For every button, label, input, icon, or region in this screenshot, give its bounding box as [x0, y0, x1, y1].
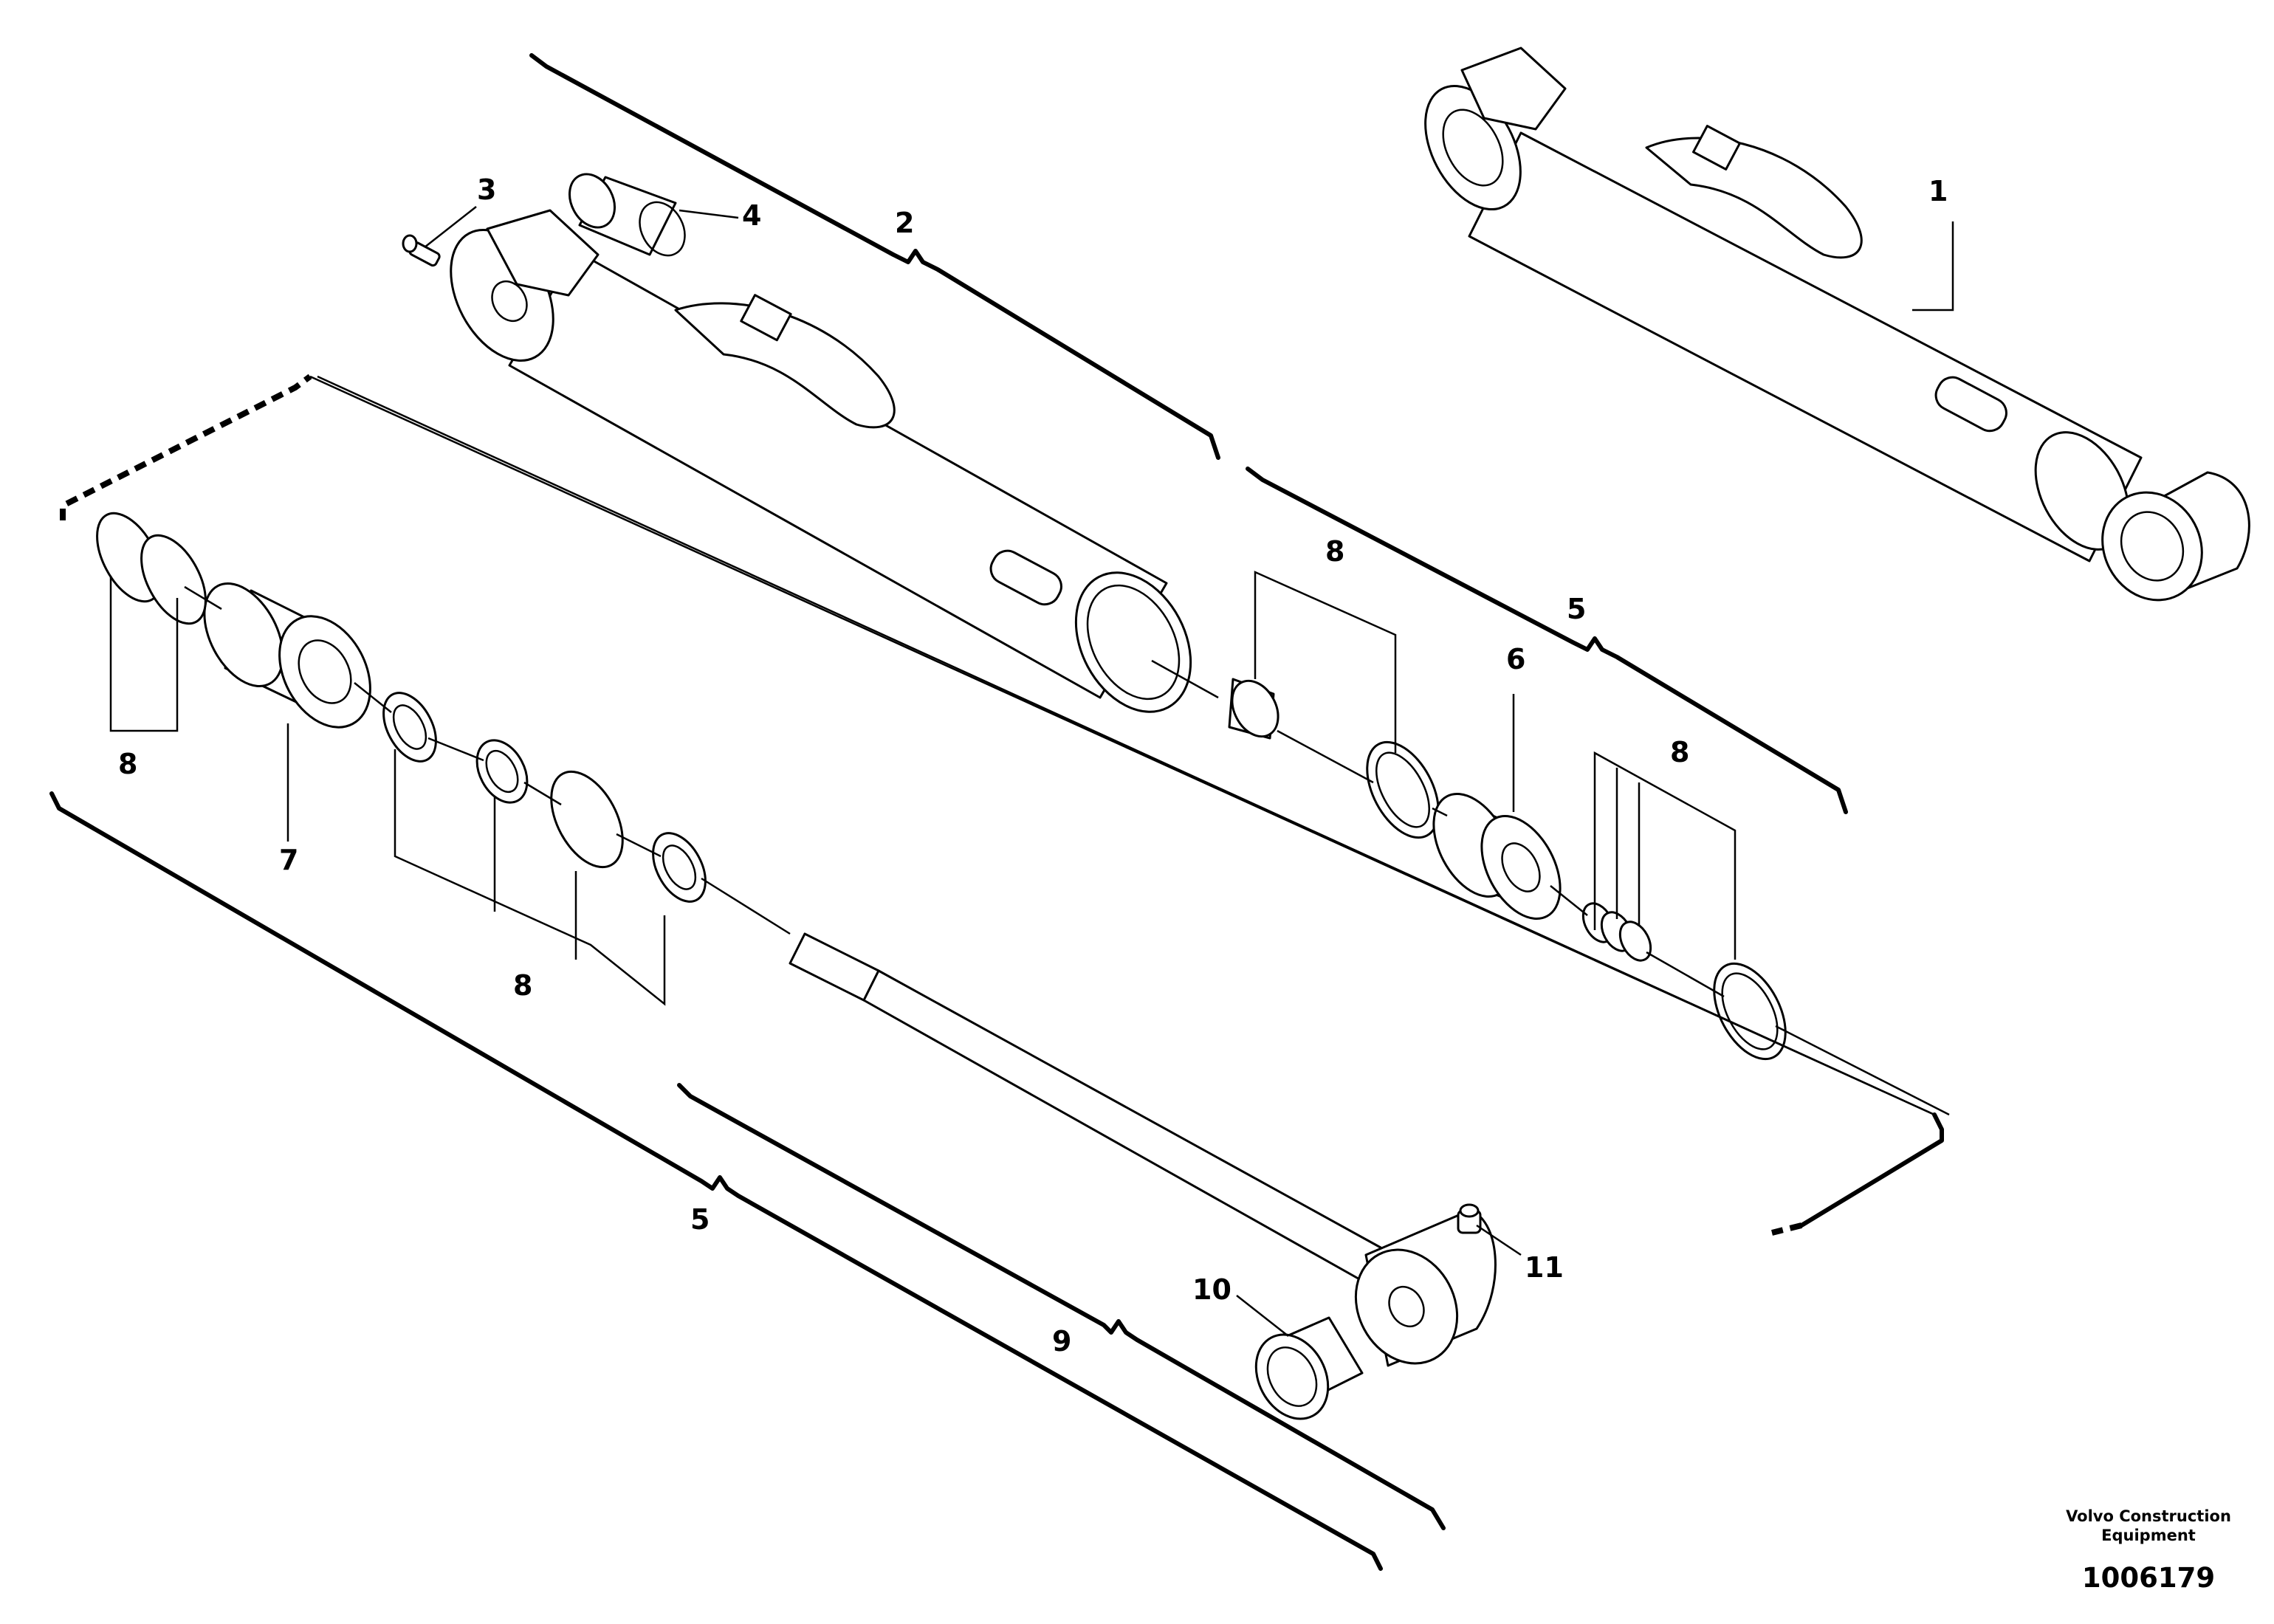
- callout-9: 9: [1052, 1325, 1071, 1358]
- callout-10: 10: [1192, 1273, 1232, 1306]
- part-4-bushing[interactable]: [560, 166, 693, 263]
- callout-6: 6: [1506, 643, 1525, 675]
- callout-5-bottom: 5: [690, 1203, 710, 1236]
- part-11-grease-nipple[interactable]: [1457, 1203, 1482, 1234]
- callout-8-left: 8: [118, 748, 137, 780]
- part-9-piston-rod[interactable]: [789, 932, 1497, 1381]
- callout-8-top: 8: [1325, 535, 1344, 568]
- callout-8-middle: 8: [513, 969, 532, 1002]
- part-10-bushing[interactable]: [1242, 1316, 1364, 1431]
- brand-line-1: Volvo Construction: [2066, 1507, 2231, 1525]
- part-8-seal-rings-left[interactable]: [84, 503, 716, 910]
- footer: Volvo Construction Equipment 1006179: [2066, 1507, 2231, 1594]
- part-6-piston[interactable]: [1418, 781, 1576, 932]
- part-1-cylinder-assembly[interactable]: [1406, 47, 2250, 618]
- seal-kit-boundary: [60, 374, 1944, 1236]
- callout-3: 3: [477, 173, 496, 206]
- brand-line-2: Equipment: [2101, 1527, 2196, 1544]
- callout-leaders: [109, 206, 1954, 1337]
- callout-2: 2: [895, 207, 914, 239]
- callout-8-right: 8: [1670, 736, 1689, 768]
- callout-11: 11: [1525, 1251, 1564, 1284]
- part-8-seal-rings-right[interactable]: [1223, 673, 1800, 1071]
- figure-number: 1006179: [2082, 1562, 2215, 1594]
- part-7-cylinder-head[interactable]: [188, 571, 388, 743]
- group-braces: [49, 53, 1848, 1571]
- callout-5-right: 5: [1567, 593, 1586, 625]
- part-3-grease-nipple[interactable]: [402, 234, 441, 267]
- callout-1: 1: [1928, 175, 1948, 207]
- callout-labels: 1 2 3 4 5 5 6 7 8 8 8 8 9 10 11: [118, 173, 1948, 1358]
- callout-4: 4: [742, 199, 761, 232]
- part-2-cylinder-tube[interactable]: [430, 209, 1213, 732]
- callout-7: 7: [279, 844, 298, 876]
